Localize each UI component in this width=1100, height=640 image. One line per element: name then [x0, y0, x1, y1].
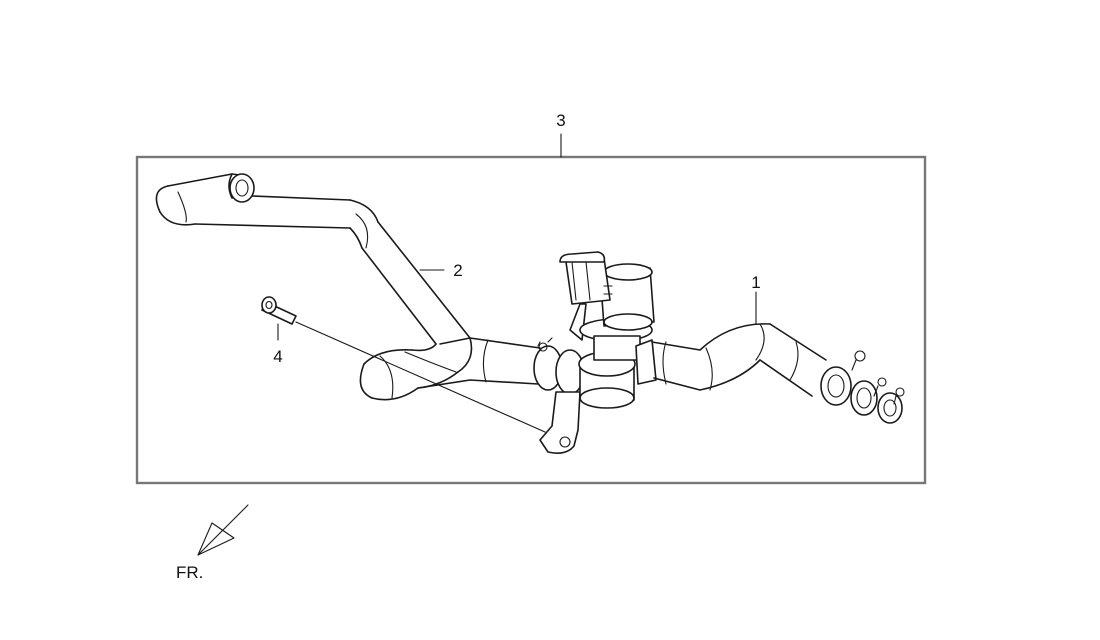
direction-label: FR. [176, 563, 203, 582]
callout-3: 3 [556, 111, 565, 130]
bolt-4 [261, 296, 297, 325]
leader-4-assembly [295, 321, 546, 433]
air-injection-valve [559, 251, 657, 409]
hose-1 [651, 323, 905, 424]
front-direction-arrow-icon [197, 504, 249, 556]
assembly-box [135, 155, 927, 485]
callout-2: 2 [453, 261, 462, 280]
callout-4: 4 [273, 347, 282, 366]
callout-1: 1 [751, 273, 760, 292]
hose-2-connector [417, 337, 585, 395]
hose-2 [155, 173, 473, 401]
